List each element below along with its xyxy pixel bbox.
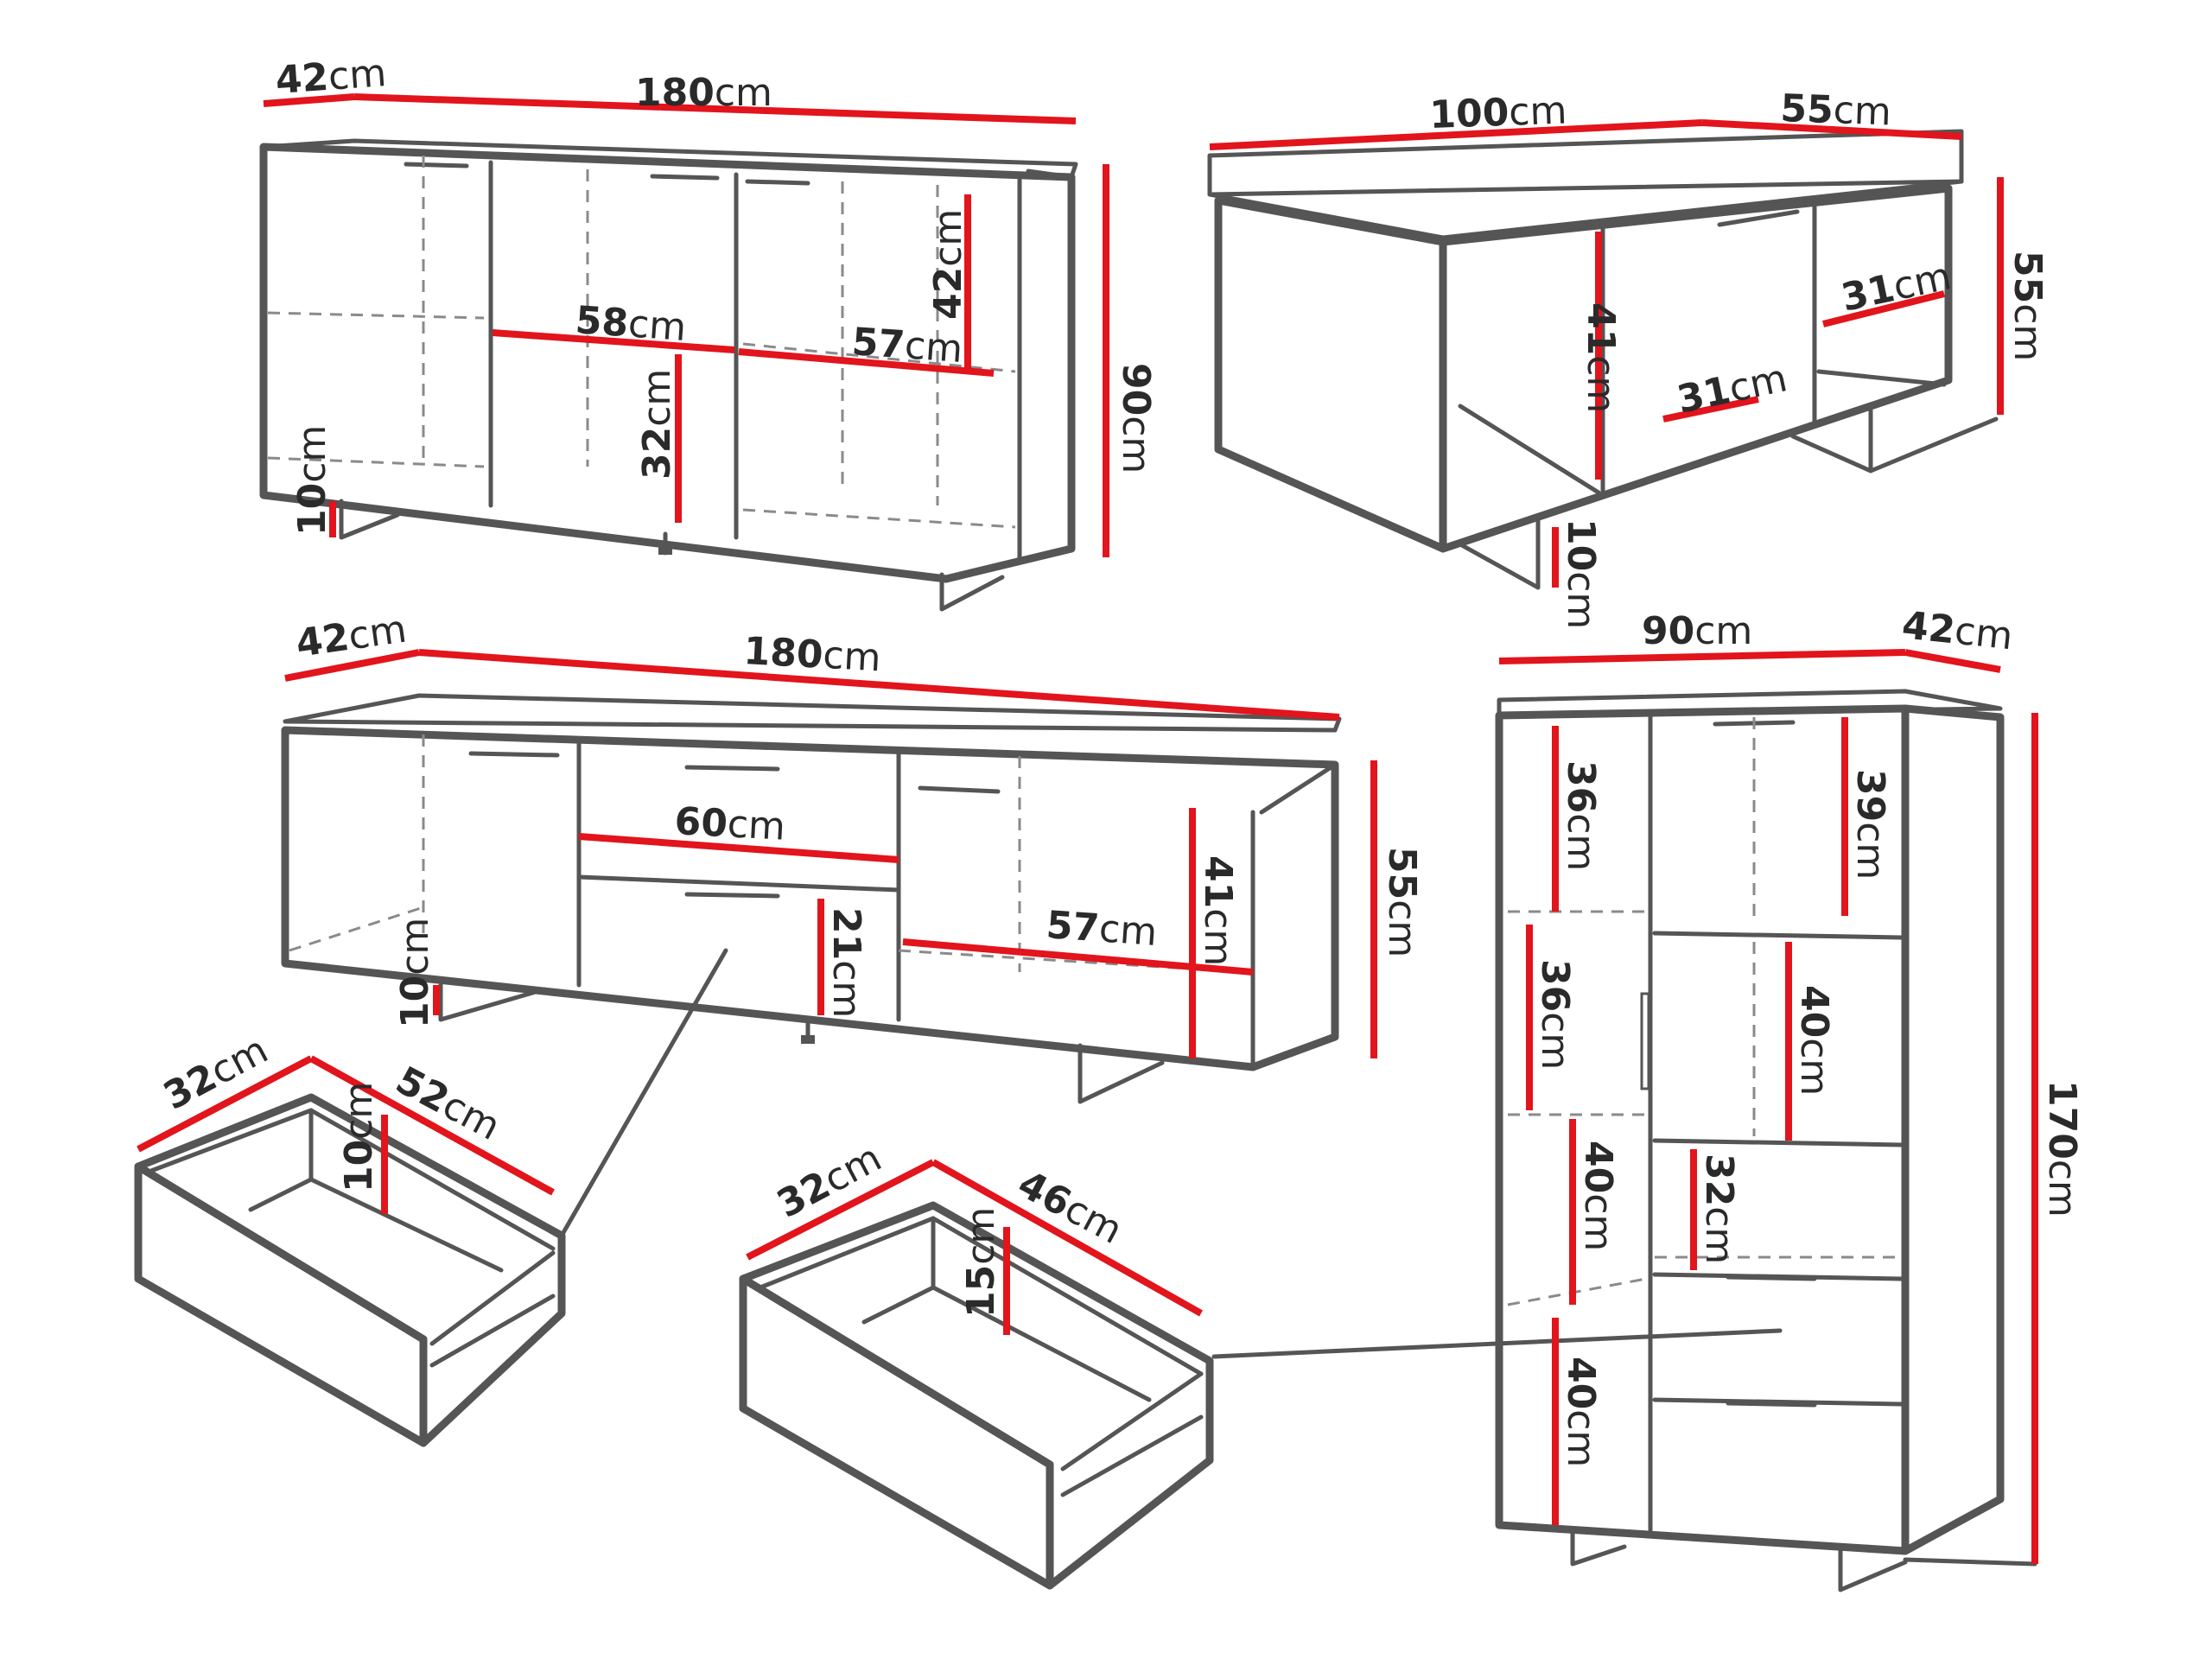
svg-text:100cm: 100cm (1429, 88, 1568, 137)
svg-text:41cm: 41cm (1579, 302, 1623, 413)
svg-text:15cm: 15cm (959, 1207, 1003, 1318)
svg-text:42cm: 42cm (926, 209, 970, 320)
tv-stand-leg-label: 10 (393, 976, 437, 1028)
tv-stand-depth-label: 42 (293, 615, 352, 666)
coffee-table-drawing (1207, 129, 1999, 590)
svg-text:10cm: 10cm (1559, 518, 1603, 629)
highboard-left-lower-label: 40 (1576, 1141, 1620, 1193)
tv-stand-drawer-height-label: 21 (824, 907, 868, 960)
svg-text:42cm: 42cm (1900, 603, 2015, 658)
svg-text:58cm: 58cm (574, 298, 688, 350)
drawer-highboard-drawing (739, 1201, 1783, 1590)
svg-text:170cm: 170cm (2040, 1080, 2084, 1217)
svg-text:180cm: 180cm (635, 71, 772, 115)
svg-text:55cm: 55cm (2005, 251, 2050, 361)
highboard-width-label: 90 (1642, 609, 1694, 653)
svg-text:57cm: 57cm (850, 320, 964, 372)
svg-text:40cm: 40cm (1792, 985, 1836, 1096)
sideboard-shelf-right-label: 57 (850, 320, 906, 367)
tv-stand-drawing (281, 693, 1342, 1238)
tv-stand-drawer-width-label: 60 (673, 799, 728, 846)
sideboard-drawing (259, 138, 1078, 612)
coffee-table-height-label: 55 (2005, 251, 2050, 303)
tv-stand-dimensions: 42cm 180cm 55cm 60cm 21cm 57cm 41cm 10cm (284, 607, 1424, 1058)
drawer-highboard-height-label: 15 (959, 1265, 1003, 1318)
sideboard-shelf-left-label: 58 (574, 298, 630, 346)
coffee-table-shelf-width-label: 31 (1674, 368, 1734, 423)
svg-text:180cm: 180cm (742, 629, 881, 680)
highboard-drawing (1495, 689, 2037, 1592)
svg-text:10cm: 10cm (393, 918, 437, 1028)
tv-stand-compartment-label: 41 (1196, 855, 1240, 908)
svg-text:60cm: 60cm (673, 799, 786, 849)
highboard-left-mid-label: 36 (1533, 959, 1577, 1012)
highboard-right-top-label: 39 (1848, 769, 1892, 822)
svg-text:10cm: 10cm (290, 425, 334, 536)
svg-text:31cm: 31cm (1838, 254, 1955, 321)
svg-text:90cm: 90cm (1114, 363, 1158, 474)
svg-text:40cm: 40cm (1559, 1357, 1603, 1467)
svg-text:36cm: 36cm (1533, 959, 1577, 1070)
drawer-highboard-dimensions: 32cm 46cm 15cm (746, 1135, 1203, 1335)
coffee-table-compartment-label: 41 (1579, 302, 1623, 355)
svg-text:32cm: 32cm (1697, 1154, 1741, 1264)
highboard-right-glass-label: 40 (1792, 985, 1836, 1038)
svg-text:31cm: 31cm (1674, 356, 1791, 423)
svg-text:39cm: 39cm (1848, 769, 1892, 880)
tv-stand-width-label: 180 (742, 629, 823, 677)
sideboard-dimensions: 42cm 180cm 90cm 58cm 57cm 42cm 32cm 10cm (263, 51, 1158, 557)
svg-text:90cm: 90cm (1642, 609, 1752, 653)
sideboard-height-label: 90 (1114, 363, 1158, 416)
svg-text:42cm: 42cm (293, 607, 409, 666)
svg-text:36cm: 36cm (1559, 760, 1603, 871)
highboard-depth-label: 42 (1900, 603, 1957, 652)
highboard-right-mid-label: 32 (1697, 1154, 1741, 1206)
coffee-table-width-label: 100 (1429, 91, 1510, 137)
highboard-left-top-label: 36 (1559, 760, 1603, 813)
highboard-left-bottom-label: 40 (1559, 1357, 1603, 1409)
svg-text:42cm: 42cm (274, 51, 388, 103)
coffee-table-dimensions: 100cm 55cm 55cm 41cm 31cm 31cm 10cm (1209, 86, 2050, 629)
highboard-dimensions: 90cm 42cm 170cm 36cm 36cm 40cm 40cm 39cm… (1498, 603, 2084, 1564)
highboard-height-label: 170 (2040, 1080, 2084, 1160)
drawer-tv-stand-height-label: 10 (337, 1140, 381, 1192)
coffee-table-shelf-depth-label: 31 (1838, 266, 1898, 321)
sideboard-width-label: 180 (635, 71, 715, 115)
svg-text:40cm: 40cm (1576, 1141, 1620, 1251)
coffee-table-depth-label: 55 (1780, 86, 1834, 132)
tv-stand-height-label: 55 (1380, 847, 1424, 899)
svg-text:55cm: 55cm (1780, 86, 1892, 134)
svg-text:55cm: 55cm (1380, 847, 1424, 957)
svg-text:32cm: 32cm (635, 369, 679, 480)
drawer-tv-stand-drawing (134, 1093, 566, 1447)
svg-text:41cm: 41cm (1196, 855, 1240, 966)
svg-text:57cm: 57cm (1045, 903, 1159, 955)
sideboard-lower-compartment-label: 32 (635, 427, 679, 480)
drawer-tv-stand-dimensions: 32cm 52cm 10cm (137, 1027, 555, 1214)
svg-text:10cm: 10cm (337, 1082, 381, 1192)
sideboard-leg-label: 10 (290, 483, 334, 536)
svg-text:21cm: 21cm (824, 907, 868, 1018)
tv-stand-shelf-label: 57 (1045, 903, 1101, 950)
sideboard-upper-compartment-label: 42 (926, 267, 970, 320)
coffee-table-leg-label: 10 (1559, 518, 1603, 571)
sideboard-depth-label: 42 (274, 55, 330, 103)
